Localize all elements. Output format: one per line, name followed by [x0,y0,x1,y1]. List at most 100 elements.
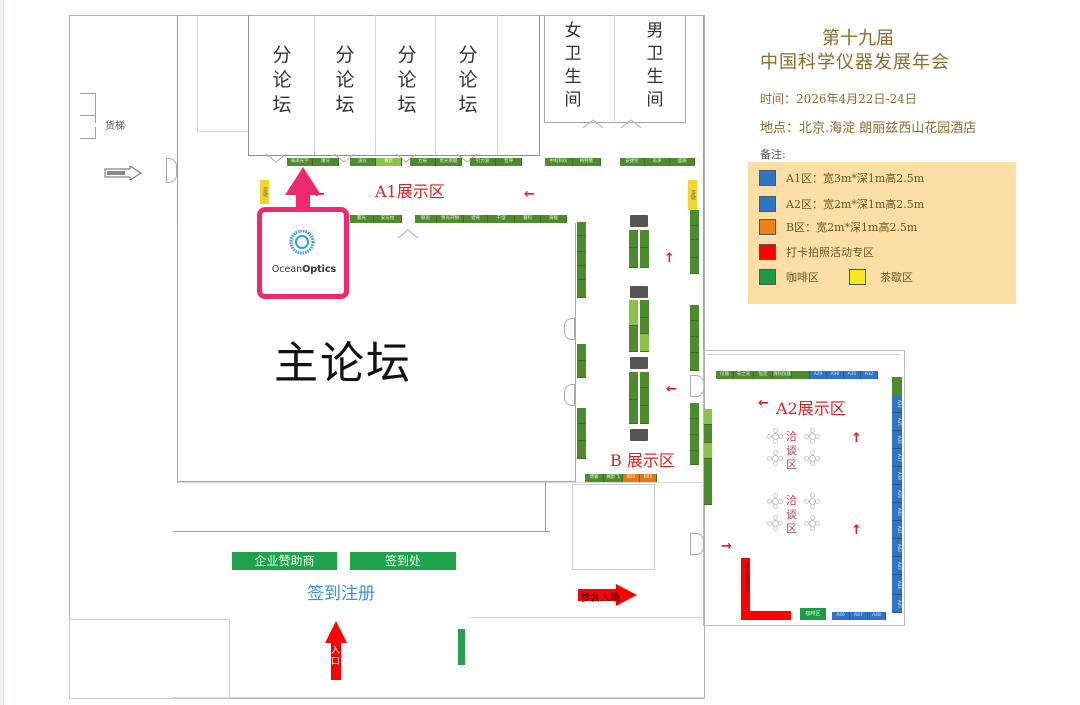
coffee-area[interactable]: 咖啡区 [800,608,826,620]
booth[interactable] [577,222,586,236]
booth[interactable]: 优光莱联 [436,158,462,166]
booth[interactable]: 安捷伦 [620,158,645,166]
booth[interactable] [690,403,699,419]
booth[interactable]: A48 [868,612,886,620]
booth[interactable]: A44 [892,575,902,595]
booth[interactable] [690,435,699,451]
booth[interactable]: 天之光 [734,371,754,379]
booth[interactable]: A38 [892,467,902,485]
booth[interactable]: 仪器 [716,371,734,379]
booth[interactable]: A40 [892,503,902,521]
booth[interactable]: 凌仪 [350,158,376,166]
booth[interactable] [629,372,638,400]
booth[interactable]: A46 [832,612,850,620]
booth[interactable] [690,353,699,371]
booth[interactable] [792,371,810,379]
ocean-optics-booth-highlight[interactable]: OceanOptics [257,207,349,299]
booth[interactable] [703,425,712,443]
viewer-left-edge [0,0,4,705]
enter-venue-arrow[interactable] [578,584,638,610]
booth[interactable]: 赛默 [376,158,402,166]
booth[interactable]: A42 [892,539,902,557]
booth[interactable] [703,409,712,425]
booth[interactable] [640,230,649,248]
booth[interactable]: B02 [623,474,640,482]
booth[interactable]: 千澄 [488,215,515,223]
booth[interactable]: 海洋光学 [287,158,313,166]
booth[interactable] [577,424,586,441]
booth[interactable]: 引力波 [470,158,496,166]
booth[interactable]: A36 [892,431,902,449]
booth[interactable]: 清科仪器 [773,371,792,379]
booth[interactable]: A34 [892,395,902,413]
booth[interactable] [640,406,649,424]
booth[interactable] [640,372,649,388]
booth[interactable]: 博睿 [585,474,604,482]
booth[interactable] [690,240,699,258]
booth[interactable]: 青光开物 [437,215,464,223]
booth[interactable] [690,451,699,465]
booth[interactable]: A37 [892,449,902,467]
booth[interactable] [690,337,699,353]
booth[interactable]: A43 [892,557,902,575]
booth[interactable]: 力辰 [410,158,436,166]
booth[interactable]: A47 [850,612,868,620]
booth[interactable] [703,443,712,459]
checkin-desk[interactable]: 签到处 [350,552,456,570]
a2-right-green-booth[interactable] [892,377,902,395]
booth[interactable] [577,266,586,280]
booth[interactable] [629,300,638,326]
booth[interactable] [690,419,699,435]
meeting-table-icon [804,428,820,444]
booth[interactable]: 海能 [541,215,567,223]
booth[interactable] [690,305,699,321]
booth[interactable] [577,408,586,424]
booth[interactable] [577,252,586,266]
booth[interactable]: 盛瀚 [670,158,695,166]
booth[interactable]: 中科科仪 [545,158,573,166]
booth[interactable] [629,400,638,424]
booth[interactable]: 联思 [415,215,437,223]
booth[interactable]: B01 [640,474,657,482]
booth[interactable]: 安东帕 [374,215,402,223]
booth[interactable] [577,236,586,252]
booth[interactable]: 恒定 [754,371,773,379]
booth[interactable]: A30 [827,371,844,379]
booth[interactable] [640,388,649,406]
booth[interactable] [640,248,649,268]
booth[interactable] [629,326,638,352]
booth[interactable] [703,459,712,505]
booth[interactable]: A29 [810,371,827,379]
booth[interactable]: A31 [844,371,861,379]
entrance-arrow[interactable] [324,621,348,685]
booth[interactable]: 赢光 [350,215,374,223]
booth[interactable] [690,321,699,337]
booth[interactable] [690,226,699,240]
booth[interactable] [629,230,638,248]
booth[interactable] [690,258,699,274]
booth[interactable] [577,361,586,378]
booth[interactable]: A35 [892,413,902,431]
booth[interactable]: 睿科 [515,215,541,223]
booth[interactable]: 梅特勒 [573,158,601,166]
booth[interactable]: A39 [892,485,902,503]
booth[interactable] [577,344,586,361]
pillar [630,357,648,369]
booth[interactable]: 赛默飞 [604,474,623,482]
booth[interactable] [640,300,649,318]
booth[interactable]: 普坤 [496,158,522,166]
booth[interactable]: 岛津 [645,158,670,166]
booth[interactable]: 康分 [313,158,339,166]
booth[interactable]: 谱育 [464,215,488,223]
photo-zone[interactable] [741,558,750,620]
booth[interactable]: A32 [861,371,878,379]
booth[interactable]: A41 [892,521,902,539]
sponsor-desk[interactable]: 企业赞助商 [232,552,337,570]
booth[interactable] [690,210,699,226]
booth[interactable] [629,248,638,268]
booth[interactable]: A45 [892,595,902,613]
booth[interactable] [577,441,586,459]
booth[interactable] [640,334,649,352]
booth[interactable] [577,280,586,298]
booth[interactable] [640,318,649,334]
